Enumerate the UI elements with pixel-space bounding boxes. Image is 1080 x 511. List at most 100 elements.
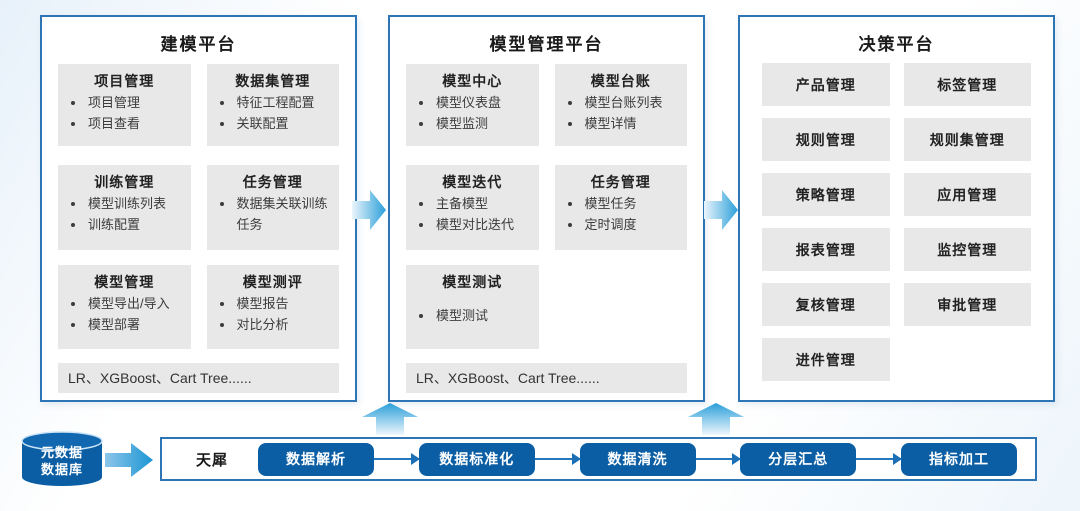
pipeline-step-data-parsing: 数据解析 (258, 442, 375, 476)
database-label-line2: 数据库 (40, 461, 83, 477)
decision-box-approval-mgmt: 审批管理 (903, 283, 1031, 326)
module-item: 模型仪表盘 (434, 93, 531, 114)
pipeline-step-layered-summary: 分层汇总 (740, 442, 857, 476)
module-item: 模型台账列表 (583, 93, 680, 114)
module-list: 主备模型 模型对比迭代 (414, 194, 531, 236)
module-item: 关联配置 (235, 114, 332, 135)
engine-label: 天犀 (196, 451, 229, 469)
algorithms-footer: LR、XGBoost、Cart Tree...... (58, 363, 339, 393)
decision-box-review-mgmt: 复核管理 (762, 283, 890, 326)
module-item: 项目管理 (86, 93, 183, 114)
module-list: 数据集关联训练任务 (215, 194, 332, 236)
module-task-mgmt: 任务管理 数据集关联训练任务 (206, 165, 339, 250)
decision-box-report-mgmt: 报表管理 (762, 228, 890, 271)
decision-box-tag-mgmt: 标签管理 (903, 63, 1031, 106)
module-dataset-mgmt: 数据集管理 特征工程配置 关联配置 (206, 64, 339, 146)
module-item: 模型详情 (583, 114, 680, 135)
pipeline-arrow-icon (856, 453, 902, 465)
module-item: 特征工程配置 (235, 93, 332, 114)
decision-box-ruleset-mgmt: 规则集管理 (903, 118, 1031, 161)
metadata-database: 元数据 数据库 (20, 430, 104, 488)
module-model-mgmt: 模型管理 模型导出/导入 模型部署 (58, 265, 191, 349)
module-item: 对比分析 (235, 315, 332, 336)
module-item: 模型导出/导入 (86, 294, 183, 315)
module-item: 定时调度 (583, 215, 680, 236)
pipeline-arrow-icon (374, 453, 420, 465)
pipeline-arrow-icon (695, 453, 742, 465)
panel-model-management-platform: 模型管理平台 模型中心 模型仪表盘 模型监测 模型台账 模型台账列表 模型详情 … (388, 15, 705, 402)
algorithms-footer: LR、XGBoost、Cart Tree...... (406, 363, 687, 393)
module-list: 模型测试 (414, 306, 531, 327)
decision-box-strategy-mgmt: 策略管理 (762, 173, 890, 216)
data-pipeline-band: 天犀 数据解析 数据标准化 数据清洗 分层汇总 指标加工 (160, 437, 1037, 481)
panel-decision-platform: 决策平台 产品管理 标签管理 规则管理 规则集管理 策略管理 应用管理 报表管理… (738, 15, 1055, 402)
module-item: 项目查看 (86, 114, 183, 135)
module-row: 模型迭代 主备模型 模型对比迭代 任务管理 模型任务 定时调度 (406, 165, 687, 250)
decision-box-intake-mgmt: 进件管理 (762, 338, 890, 381)
module-item: 模型监测 (434, 114, 531, 135)
module-list: 模型报告 对比分析 (215, 294, 332, 336)
module-row: 模型管理 模型导出/导入 模型部署 模型测评 模型报告 对比分析 (58, 265, 339, 349)
module-item: 模型训练列表 (86, 194, 183, 215)
module-list: 项目管理 项目查看 (66, 93, 183, 135)
right-arrow-icon (352, 190, 386, 230)
module-item: 模型报告 (235, 294, 332, 315)
module-item: 模型任务 (583, 194, 680, 215)
right-arrow-icon (704, 190, 738, 230)
module-row: 项目管理 项目管理 项目查看 数据集管理 特征工程配置 关联配置 (58, 64, 339, 146)
pipeline-step-metric-processing: 指标加工 (901, 442, 1018, 476)
pipeline-arrow-icon (534, 453, 581, 465)
module-row: 模型中心 模型仪表盘 模型监测 模型台账 模型台账列表 模型详情 (406, 64, 687, 146)
module-list: 模型训练列表 训练配置 (66, 194, 183, 236)
module-title: 项目管理 (94, 73, 155, 89)
module-task-mgmt: 任务管理 模型任务 定时调度 (554, 165, 687, 250)
database-label-line1: 元数据 (40, 445, 83, 460)
database-icon (21, 431, 103, 486)
module-row: 训练管理 模型训练列表 训练配置 任务管理 数据集关联训练任务 (58, 165, 339, 250)
database-label: 元数据 数据库 (20, 445, 104, 479)
up-arrow-icon (362, 403, 418, 435)
module-model-center: 模型中心 模型仪表盘 模型监测 (406, 64, 539, 146)
module-title: 任务管理 (590, 174, 651, 190)
module-project-mgmt: 项目管理 项目管理 项目查看 (58, 64, 191, 146)
module-item: 主备模型 (434, 194, 531, 215)
module-title: 训练管理 (94, 174, 155, 190)
module-item: 模型测试 (434, 306, 531, 327)
decision-module-grid: 产品管理 标签管理 规则管理 规则集管理 策略管理 应用管理 报表管理 监控管理… (762, 63, 1031, 381)
pipeline-step-data-standardize: 数据标准化 (418, 442, 535, 476)
decision-box-product-mgmt: 产品管理 (762, 63, 890, 106)
module-list: 模型任务 定时调度 (563, 194, 680, 236)
module-list: 模型导出/导入 模型部署 (66, 294, 183, 336)
module-title: 任务管理 (242, 174, 303, 190)
module-title: 模型中心 (442, 73, 503, 89)
panel-title: 模型管理平台 (489, 35, 604, 54)
module-list: 模型仪表盘 模型监测 (414, 93, 531, 135)
panel-modeling-platform: 建模平台 项目管理 项目管理 项目查看 数据集管理 特征工程配置 关联配置 训练… (40, 15, 357, 402)
module-title: 模型测试 (442, 274, 503, 290)
decision-box-monitor-mgmt: 监控管理 (903, 228, 1031, 271)
module-title: 数据集管理 (235, 73, 311, 89)
decision-box-rule-mgmt: 规则管理 (762, 118, 890, 161)
pipeline-step-data-cleaning: 数据清洗 (579, 442, 696, 476)
module-training-mgmt: 训练管理 模型训练列表 训练配置 (58, 165, 191, 250)
module-model-eval: 模型测评 模型报告 对比分析 (206, 265, 339, 349)
module-item: 训练配置 (86, 215, 183, 236)
module-title: 模型测评 (242, 274, 303, 290)
module-model-iteration: 模型迭代 主备模型 模型对比迭代 (406, 165, 539, 250)
module-item: 模型部署 (86, 315, 183, 336)
up-arrow-icon (688, 403, 744, 435)
panel-title: 决策平台 (858, 35, 935, 54)
decision-box-app-mgmt: 应用管理 (903, 173, 1031, 216)
module-title: 模型管理 (94, 274, 155, 290)
module-list: 模型台账列表 模型详情 (563, 93, 680, 135)
panel-title: 建模平台 (160, 35, 237, 54)
right-arrow-icon (105, 443, 153, 477)
module-list: 特征工程配置 关联配置 (215, 93, 332, 135)
module-title: 模型迭代 (442, 174, 503, 190)
module-title: 模型台账 (590, 73, 651, 89)
module-model-ledger: 模型台账 模型台账列表 模型详情 (554, 64, 687, 146)
module-item: 模型对比迭代 (434, 215, 531, 236)
module-item: 数据集关联训练任务 (235, 194, 332, 236)
module-row: 模型测试 模型测试 (406, 265, 687, 349)
